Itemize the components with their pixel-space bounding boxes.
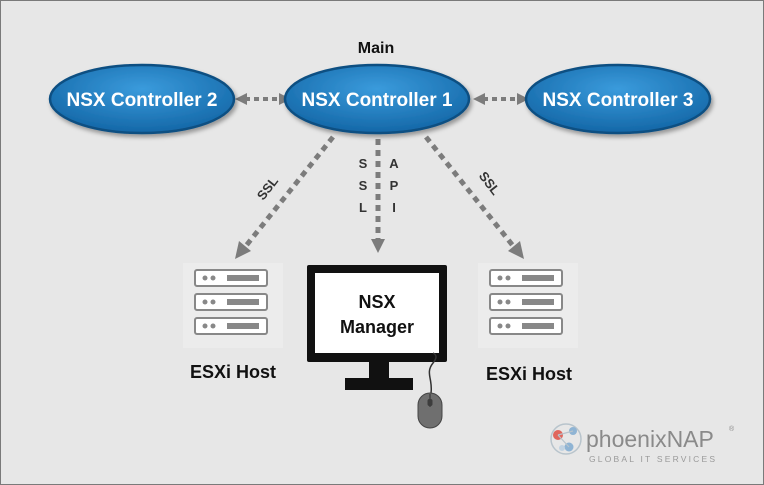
node-nsx-controller-2 [48, 63, 236, 135]
phoenixnap-logo-name: phoenixNAP [586, 426, 714, 452]
manager-ssl-letter-2: S [359, 178, 368, 193]
server-icon [183, 263, 283, 348]
manager-api-letter-3: I [392, 200, 396, 215]
edge-controller1-left-host [235, 135, 335, 259]
phoenixnap-mark-icon [550, 423, 582, 455]
nsx-controller-1-label: NSX Controller 1 [302, 90, 453, 111]
edge-controller1-manager [371, 139, 385, 253]
node-nsx-controller-3 [524, 63, 712, 135]
nsx-manager-label-line2: Manager [340, 317, 414, 337]
server-icon [478, 263, 578, 348]
phoenixnap-logo: phoenixNAP ® GLOBAL IT SERVICES [550, 423, 735, 464]
left-esxi-host-label: ESXi Host [190, 362, 276, 382]
edge-controller1-right-host [424, 135, 524, 259]
main-label: Main [358, 40, 394, 57]
phoenixnap-logo-tagline: GLOBAL IT SERVICES [589, 454, 717, 464]
mouse-icon [417, 352, 443, 429]
nsx-controller-3-label: NSX Controller 3 [543, 90, 694, 111]
edge-controller2-controller1 [235, 93, 291, 105]
monitor-icon [307, 265, 447, 390]
manager-api-letter-2: P [390, 178, 399, 193]
manager-ssl-letter-1: S [359, 156, 368, 171]
manager-ssl-letter-3: L [359, 200, 367, 215]
edge-right-ssl-label: SSL [476, 169, 503, 198]
right-esxi-host-label: ESXi Host [486, 364, 572, 384]
manager-api-letter-1: A [389, 156, 399, 171]
nsx-manager-label-line1: NSX [358, 292, 395, 312]
node-nsx-controller-1 [283, 63, 471, 135]
nsx-controller-2-label: NSX Controller 2 [67, 90, 218, 111]
phoenixnap-registered-mark: ® [729, 425, 735, 433]
edge-controller1-controller3 [473, 93, 529, 105]
edge-left-ssl-label: SSL [254, 174, 281, 203]
